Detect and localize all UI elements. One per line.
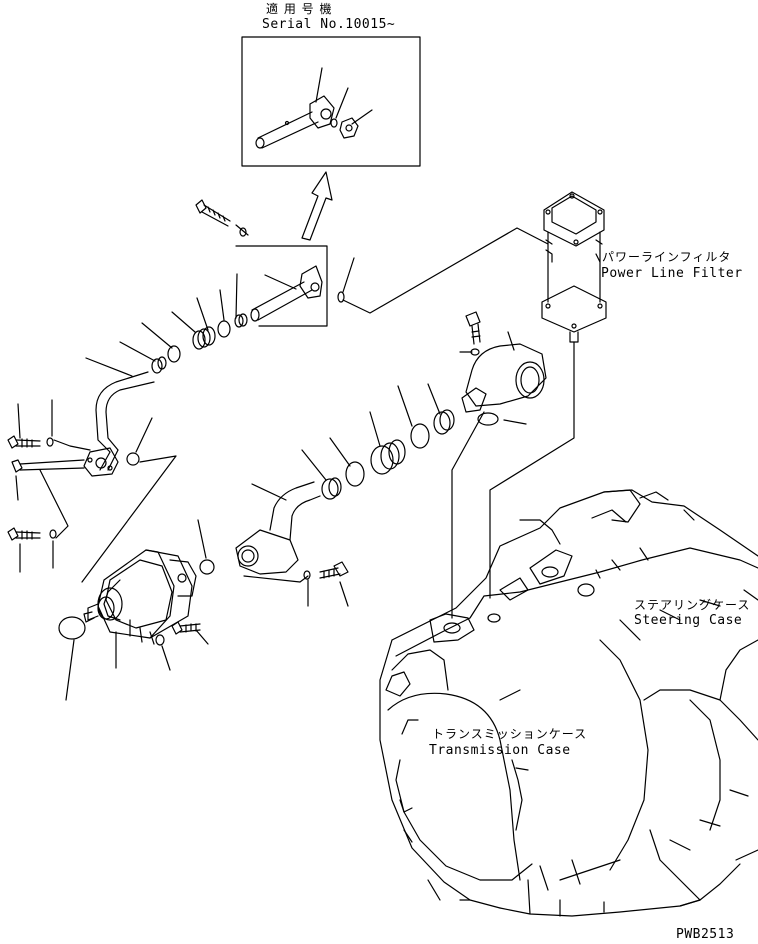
hydraulic-pump — [58, 549, 209, 701]
right-hose-assembly — [197, 311, 547, 607]
transmission-steering-case — [379, 489, 758, 917]
filter-label-jp: パワーラインフィルタ — [602, 250, 732, 264]
inset-box — [241, 36, 421, 167]
inset-title-jp: 適 用 号 機 — [266, 2, 333, 16]
transmission-label-en: Transmission Case — [429, 743, 571, 758]
steering-label-en: Steering Case — [634, 613, 743, 628]
left-hose-assembly — [7, 357, 177, 583]
inset-serial: Serial No.10015~ — [262, 17, 396, 32]
drawing-code: PWB2513 — [676, 927, 735, 942]
upper-pipe-assembly — [119, 199, 549, 374]
filter-label-en: Power Line Filter — [601, 266, 743, 281]
steering-label-jp: ステアリングケース — [634, 598, 751, 612]
transmission-label-jp: トランスミッションケース — [432, 727, 588, 741]
power-line-filter — [451, 191, 607, 619]
direction-arrow — [301, 171, 333, 241]
